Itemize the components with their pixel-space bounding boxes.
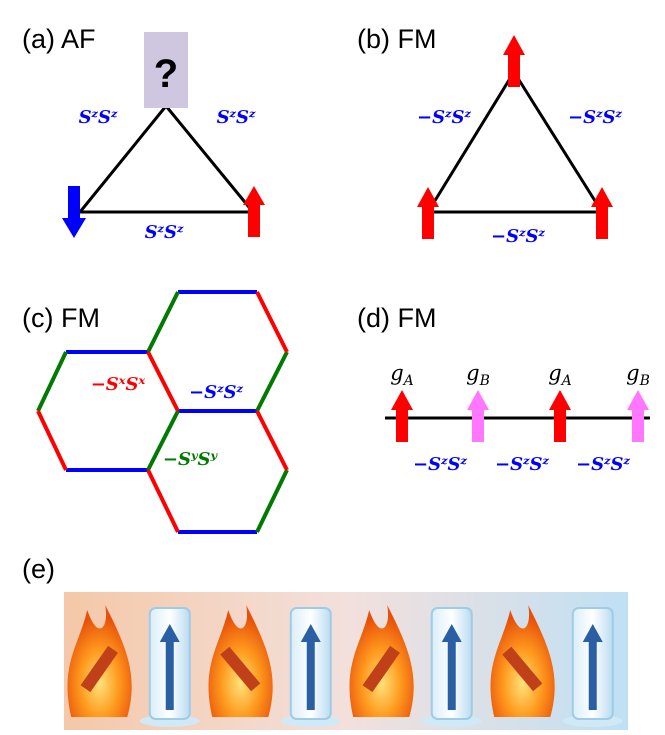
spin-up-arrow-icon: [591, 187, 613, 239]
triangle-a-right-edge: [164, 105, 255, 213]
frustrated-spin-box: [144, 32, 188, 108]
panel-d: (d) FM gA gB gA gB −SᶻSᶻ −SᶻSᶻ −SᶻSᶻ: [357, 303, 650, 475]
fire-tile-icon: [67, 605, 132, 717]
panel-b: (b) FM −SᶻSᶻ −SᶻSᶻ −SᶻSᶻ: [357, 24, 623, 247]
panel-d-label: (d) FM: [357, 303, 436, 333]
spin-down-arrow-icon: [62, 186, 86, 238]
spin-up-arrow-icon: [549, 390, 571, 442]
panel-a-label: (a) AF: [22, 24, 96, 54]
x-bonds: [36, 291, 289, 533]
edge-label-b-bottom: −SᶻSᶻ: [491, 226, 546, 247]
spin-up-arrow-icon: [417, 187, 439, 239]
x-bond-label: −SˣSˣ: [91, 374, 146, 395]
z-bonds: [66, 290, 257, 534]
fire-tile-icon: [349, 605, 414, 717]
ice-tile-icon: [562, 607, 623, 727]
triangle-b-right-edge: [512, 71, 604, 213]
spin-up-arrow-icon: [467, 390, 489, 442]
fire-tile-icon: [208, 605, 273, 717]
panel-e-label: (e): [22, 554, 55, 584]
panel-a: (a) AF ? SᶻSᶻ SᶻSᶻ SᶻSᶻ: [22, 24, 265, 243]
edge-label-a-left: SᶻSᶻ: [79, 107, 118, 128]
edge-label-b-right: −SᶻSᶻ: [568, 107, 623, 128]
g-factor-label-1: gA: [390, 361, 414, 389]
question-mark: ?: [154, 52, 178, 96]
triangle-a-left-edge: [78, 105, 168, 213]
g-factor-label-4: gB: [626, 361, 650, 389]
panel-c: (c) FM −SˣSˣ −SᶻSᶻ −SʸSʸ: [22, 290, 289, 534]
ice-tile-icon: [280, 607, 341, 727]
spin-up-arrow-icon: [627, 390, 649, 442]
edge-label-b-left: −SᶻSᶻ: [417, 107, 472, 128]
chain-bond-label-2: −SᶻSᶻ: [495, 454, 550, 475]
spin-up-arrow-icon: [391, 390, 413, 442]
chain-bond-label-1: −SᶻSᶻ: [413, 454, 468, 475]
panel-e: (e): [22, 554, 628, 730]
fire-ice-tiles: [67, 605, 623, 727]
g-factor-label-3: gA: [548, 361, 572, 389]
fire-tile-icon: [490, 605, 555, 717]
y-bond-label: −SʸSʸ: [163, 449, 219, 470]
spin-up-arrow-icon: [243, 186, 265, 237]
z-bond-label: −SᶻSᶻ: [189, 382, 244, 403]
g-factor-label-2: gB: [466, 361, 490, 389]
spin-up-arrow-icon: [503, 35, 525, 87]
ice-tile-icon: [139, 607, 200, 727]
edge-label-a-bottom: SᶻSᶻ: [145, 222, 184, 243]
chain-bond-label-3: −SᶻSᶻ: [576, 454, 631, 475]
triangle-b-left-edge: [426, 71, 516, 213]
panel-c-label: (c) FM: [22, 303, 100, 333]
ice-tile-icon: [421, 607, 482, 727]
y-bonds: [36, 291, 289, 533]
edge-label-a-right: SᶻSᶻ: [217, 107, 256, 128]
panel-b-label: (b) FM: [357, 24, 436, 54]
